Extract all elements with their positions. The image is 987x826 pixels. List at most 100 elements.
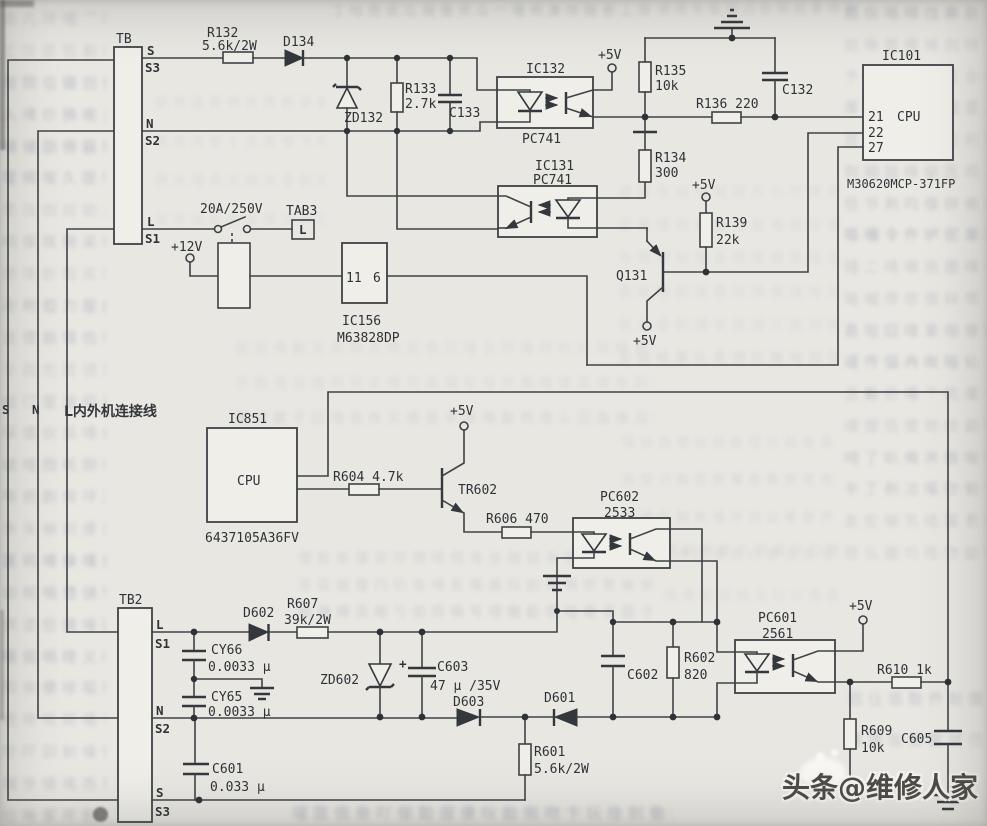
- ic101-pin21-label: 21: [868, 110, 884, 125]
- terminal-block-tb: TB S S3 N S2 L S1: [114, 32, 160, 246]
- tb-terminal-s1: S1: [145, 231, 160, 246]
- tb-terminal-l: L: [147, 214, 155, 229]
- r134-value-label: 300: [655, 166, 678, 181]
- n-signal-row: [142, 122, 497, 131]
- ic851-part-label: 6437105A36FV: [205, 531, 299, 546]
- ic101-pin27-label: 27: [868, 141, 884, 156]
- switch-rating-label: 20A/250V: [200, 202, 263, 217]
- tb2-terminal-s: S: [156, 785, 164, 800]
- r139-value-label: 22k: [716, 233, 740, 248]
- cy66-ref-label: CY66: [211, 643, 242, 658]
- resistor-r134: R134 300: [633, 117, 686, 182]
- r133-value-label: 2.7k: [405, 97, 436, 112]
- tb2-label: TB2: [119, 593, 142, 608]
- cy66-value-label: 0.0033 μ: [208, 660, 271, 675]
- d603-label: D603: [453, 695, 484, 710]
- optocoupler-pc601: PC601 2561 +5V: [717, 599, 892, 717]
- ic851-cpu-label: CPU: [237, 474, 260, 489]
- tb2-terminal-s2: S2: [155, 721, 170, 736]
- c601-value-label: 0.033 μ: [210, 780, 265, 795]
- terminal-block-tb2: TB2 L S1 N S2 S S3: [118, 593, 170, 822]
- r602-ref-label: R602: [684, 651, 715, 666]
- tb-terminal-s2: S2: [145, 133, 160, 148]
- r135-ground-c132-network: R135 10k C132 R136 220: [639, 10, 863, 123]
- tb2-terminal-l: L: [156, 617, 164, 632]
- r135-value-label: 10k: [655, 79, 679, 94]
- c603-ref-label: C603: [437, 660, 468, 675]
- zd132-label: ZD132: [344, 111, 383, 126]
- tb-terminal-n: N: [146, 116, 154, 131]
- c601-ref-label: C601: [212, 762, 243, 777]
- c603-value-label: 47 μ /35V: [430, 679, 501, 694]
- r132-value-label: 5.6k/2W: [202, 39, 257, 54]
- ic101-cpu: IC101 21 22 27 CPU M30620MCP-371FP: [587, 49, 955, 365]
- tr602-label: TR602: [458, 483, 497, 498]
- ic101-ref-label: IC101: [882, 49, 921, 64]
- tr602-5v-label: +5V: [450, 404, 474, 419]
- r134-ref-label: R134: [655, 151, 686, 166]
- optocoupler-ic132: IC132 PC741 +5V: [497, 48, 645, 147]
- r135-ref-label: R135: [655, 64, 686, 79]
- pc601-ref-label: PC601: [758, 611, 797, 626]
- s-signal-row: R132 5.6k/2W D134: [142, 26, 497, 90]
- ic851-ref-label: IC851: [228, 412, 267, 427]
- r139-q131-stage: +5V R139 22k +5V Q131: [616, 133, 863, 349]
- d602-label: D602: [243, 606, 274, 621]
- r139-5v-label: +5V: [692, 178, 716, 193]
- optocoupler-ic131: IC131 PC741: [347, 131, 647, 237]
- r610-label: R610 1k: [877, 663, 932, 678]
- c602-r602: C602 R602 820: [601, 622, 715, 717]
- r604-label: R604 4.7k: [333, 470, 404, 485]
- ic156-pin6-label: 6: [373, 271, 381, 286]
- tb-label: TB: [116, 32, 132, 47]
- watermark-dot-icon: [831, 749, 838, 756]
- r136-label: R136 220: [696, 97, 759, 112]
- capacitor-c133: C133: [438, 58, 480, 131]
- tb-terminal-s: S: [147, 43, 155, 58]
- d134-label: D134: [283, 35, 314, 50]
- zener-zd132: ZD132: [333, 58, 383, 131]
- pc602-ref-label: PC602: [600, 490, 639, 505]
- conn-n-label: N: [32, 402, 40, 417]
- r602-value-label: 820: [684, 668, 707, 683]
- ic101-cpu-label: CPU: [897, 110, 920, 125]
- r606-label: R606 470: [486, 512, 549, 527]
- ic156-pin11-label: 11: [346, 271, 362, 286]
- ic131-ref-label: IC131: [535, 159, 574, 174]
- ic156-part-label: M63828DP: [337, 331, 400, 346]
- tb2-terminal-s3: S3: [155, 804, 170, 819]
- ic132-part-label: PC741: [522, 132, 561, 147]
- cy65-ref-label: CY65: [211, 690, 242, 705]
- zd602-label: ZD602: [320, 673, 359, 688]
- q131-5v-label: +5V: [633, 334, 657, 349]
- tab3-l-label: L: [299, 222, 307, 237]
- tb-terminal-s3: S3: [145, 60, 160, 75]
- c602-label: C602: [627, 668, 658, 683]
- c603-plus-label: +: [399, 656, 407, 671]
- pc601-part-label: 2561: [762, 627, 793, 642]
- q131-label: Q131: [616, 269, 647, 284]
- resistor-r133: R133 2.7k: [391, 58, 436, 131]
- c132-label: C132: [782, 83, 813, 98]
- conn-s-label: S: [2, 402, 10, 417]
- c133-label: C133: [449, 106, 480, 121]
- tr602-driver-stage: R604 4.7k +5V TR602 R606 470: [333, 404, 573, 538]
- watermark-dot-icon: [816, 752, 825, 761]
- ic132-5v-label: +5V: [598, 48, 622, 63]
- r609-value-label: 10k: [861, 741, 885, 756]
- watermark-text: 头条@维修人家: [782, 766, 978, 806]
- ic132-ref-label: IC132: [526, 62, 565, 77]
- r601-ref-label: R601: [534, 745, 565, 760]
- c605-label: C605: [901, 732, 932, 747]
- conn-l-label: L内外机连接线: [64, 403, 157, 420]
- ic131-part-label: PC741: [533, 173, 572, 188]
- tb2-terminal-n: N: [156, 703, 164, 718]
- ic101-pin22-label: 22: [868, 126, 884, 141]
- ic101-part-label: M30620MCP-371FP: [847, 177, 955, 191]
- ic156-ref-label: IC156: [342, 314, 381, 329]
- r607-value-label: 39k/2W: [284, 613, 331, 628]
- r133-ref-label: R133: [405, 82, 436, 97]
- tab3-label: TAB3: [286, 204, 317, 219]
